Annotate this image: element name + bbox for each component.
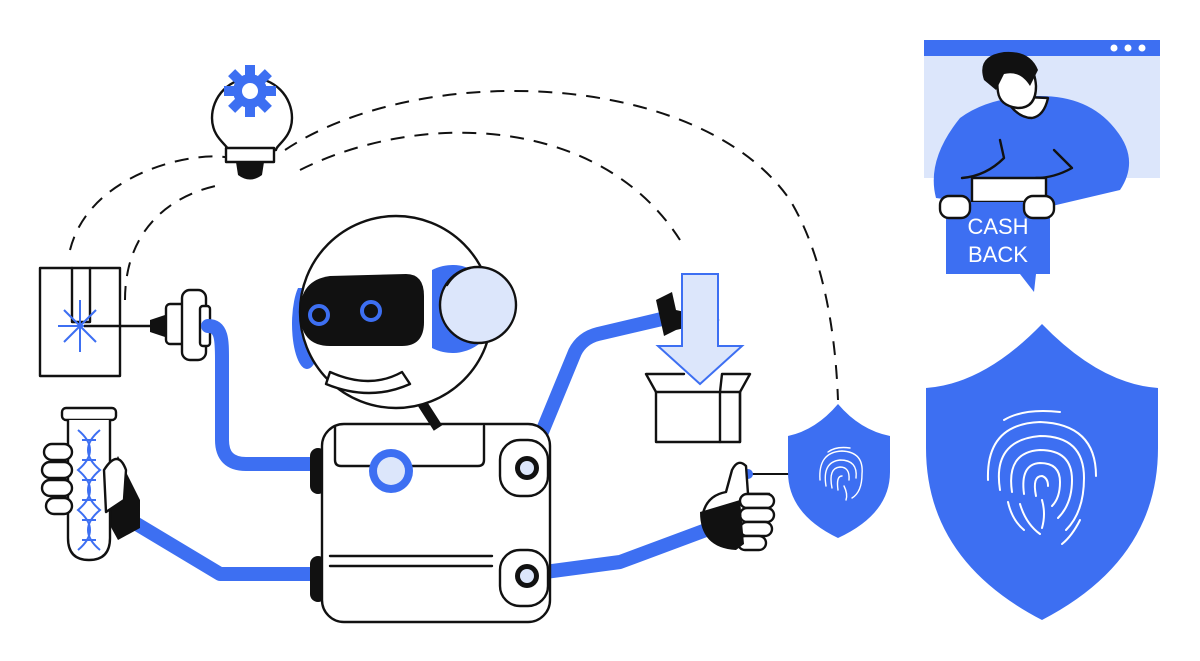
robot-arms (123, 311, 713, 581)
dashed-arc-outer (69, 89, 839, 401)
cashback-line2: BACK (968, 242, 1028, 267)
robot-hand-right (700, 461, 800, 552)
lightbulb-icon (210, 65, 294, 180)
robot-body (310, 422, 552, 624)
robot-head (292, 214, 518, 431)
cashback-speech-bubble-icon: CASH BACK (938, 194, 1056, 292)
box-icon (644, 372, 752, 444)
cashback-line1: CASH (967, 214, 1028, 239)
download-arrow-icon (655, 273, 745, 386)
person-illustration (933, 51, 1130, 206)
dna-test-tube-icon (40, 406, 140, 562)
fingerprint-shield-small-icon (788, 404, 890, 538)
fingerprint-shield-large-icon (926, 324, 1158, 620)
robot-hand-left (40, 442, 128, 516)
dashed-arc-inner (124, 131, 681, 301)
gear-icon (224, 65, 276, 117)
laser-device-icon (38, 266, 212, 378)
